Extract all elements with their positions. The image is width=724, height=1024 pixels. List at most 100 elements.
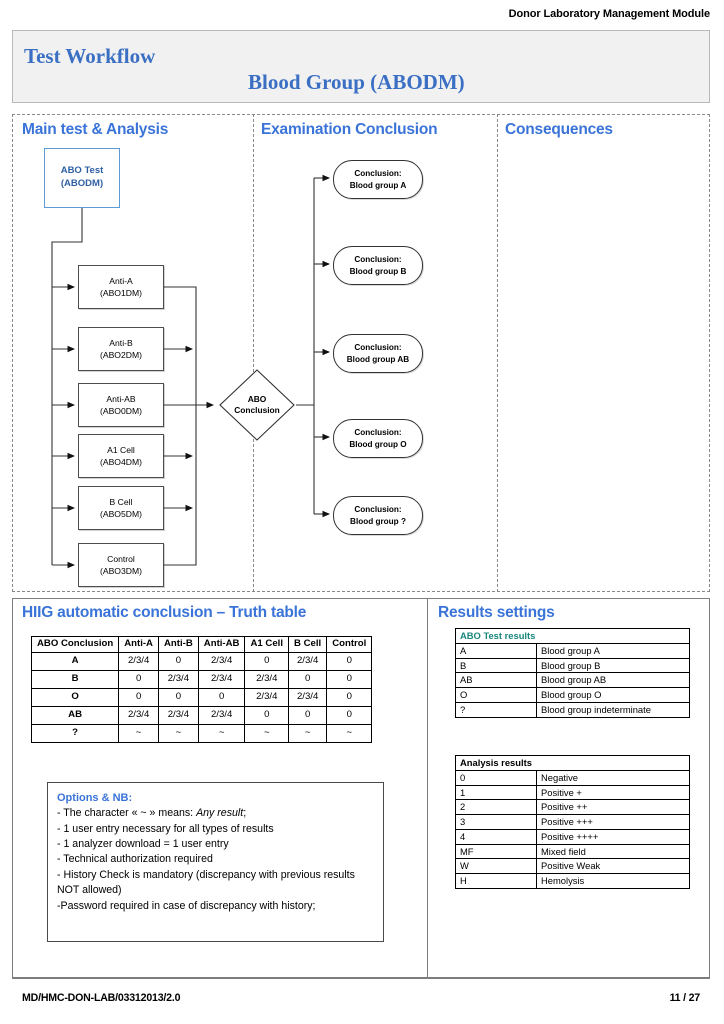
flow-node-anti-a-line2: (ABO1DM) xyxy=(99,288,143,298)
cell: 2/3/4 xyxy=(118,705,159,725)
conclusion-o-line2: Blood group O xyxy=(349,439,407,449)
options-line-2: - 1 user entry necessary for all types o… xyxy=(57,822,274,835)
flow-node-anti-ab[interactable]: Anti-AB (ABO0DM) xyxy=(78,383,164,427)
cell-label: Blood group O xyxy=(536,687,690,703)
cell-code: 2 xyxy=(455,799,537,815)
diamond-shape-icon xyxy=(219,369,295,441)
truth-table: ABO Conclusion Anti-A Anti-B Anti-AB A1 … xyxy=(30,636,373,743)
flow-node-control-line1: Control xyxy=(107,553,135,564)
flow-node-conclusion-ab[interactable]: Conclusion: Blood group AB xyxy=(333,334,423,373)
cell-code: 4 xyxy=(455,828,537,845)
truth-table-header-row: ABO Conclusion Anti-A Anti-B Anti-AB A1 … xyxy=(30,636,373,653)
conclusion-a-line1: Conclusion: xyxy=(354,169,402,179)
cell: 2/3/4 xyxy=(197,651,246,671)
column-header-consequences: Consequences xyxy=(505,121,613,138)
cell: 2/3/4 xyxy=(158,705,199,725)
table-row: 2 Positive ++ xyxy=(455,799,690,815)
cell: ~ xyxy=(244,723,290,743)
table-row: A 2/3/4 0 2/3/4 0 2/3/4 0 xyxy=(30,651,373,671)
flow-node-anti-a[interactable]: Anti-A (ABO1DM) xyxy=(78,265,164,309)
flow-node-conclusion-o[interactable]: Conclusion: Blood group O xyxy=(333,419,423,458)
conclusion-ab-line1: Conclusion: xyxy=(354,343,402,353)
flow-node-control-line2: (ABO3DM) xyxy=(99,566,143,576)
flow-node-conclusion-b[interactable]: Conclusion: Blood group B xyxy=(333,246,423,285)
cell: B xyxy=(30,669,120,689)
table-row: B 0 2/3/4 2/3/4 2/3/4 0 0 xyxy=(30,669,373,689)
options-line-1-tail: ; xyxy=(243,807,247,820)
options-line-1-italic: Any result xyxy=(196,807,244,820)
cell: 0 xyxy=(288,705,328,725)
results-settings-heading: Results settings xyxy=(438,604,555,621)
flow-node-anti-b-line1: Anti-B xyxy=(109,337,133,348)
page-title-test-name: Blood Group (ABODM) xyxy=(248,70,465,94)
flow-node-abo-conclusion-decision[interactable]: ABO Conclusion xyxy=(218,368,296,442)
truth-col-a1-cell: A1 Cell xyxy=(244,636,290,653)
table-row: W Positive Weak xyxy=(455,858,690,874)
table-row: O Blood group O xyxy=(455,687,690,703)
cell-label: Blood group indeterminate xyxy=(536,701,690,718)
flow-node-a1-cell-line1: A1 Cell xyxy=(107,444,135,455)
flow-node-anti-a-line1: Anti-A xyxy=(109,275,133,286)
table-row: A Blood group A xyxy=(455,642,690,659)
abo-test-results-header: ABO Test results xyxy=(455,628,690,644)
conclusion-ab-line2: Blood group AB xyxy=(346,354,410,364)
cell: 2/3/4 xyxy=(197,669,246,689)
cell: 0 xyxy=(118,669,159,689)
conclusion-b-line1: Conclusion: xyxy=(354,255,402,265)
cell-label: Blood group A xyxy=(536,642,690,659)
cell-label: Positive Weak xyxy=(536,858,690,874)
flow-node-b-cell[interactable]: B Cell (ABO5DM) xyxy=(78,486,164,530)
flow-node-b-cell-line2: (ABO5DM) xyxy=(99,509,143,519)
conclusion-o-line1: Conclusion: xyxy=(354,428,402,438)
flow-node-anti-ab-line1: Anti-AB xyxy=(106,393,136,404)
conclusion-unknown-line2: Blood group ? xyxy=(350,516,406,526)
flow-node-control[interactable]: Control (ABO3DM) xyxy=(78,543,164,587)
flow-node-anti-b[interactable]: Anti-B (ABO2DM) xyxy=(78,327,164,371)
cell: 0 xyxy=(326,705,373,725)
cell-code: H xyxy=(455,873,537,889)
cell: 0 xyxy=(326,687,373,707)
table-row: 4 Positive ++++ xyxy=(455,828,690,845)
footer-page-number: 11 / 27 xyxy=(669,992,701,1004)
table-row: ? ~ ~ ~ ~ ~ ~ xyxy=(30,723,373,743)
cell: 0 xyxy=(197,687,246,707)
cell: 0 xyxy=(244,651,290,671)
cell: O xyxy=(30,687,120,707)
table-header-row: Analysis results xyxy=(455,755,690,771)
cell-code: ? xyxy=(455,701,537,718)
decision-label-line1: ABO xyxy=(247,393,267,404)
table-row: ? Blood group indeterminate xyxy=(455,701,690,718)
decision-label-line2: Conclusion xyxy=(234,405,280,415)
cell-label: Hemolysis xyxy=(536,873,690,889)
cell-code: A xyxy=(455,642,537,659)
table-row: 1 Positive + xyxy=(455,784,690,801)
flow-node-b-cell-line1: B Cell xyxy=(109,496,133,507)
workflow-panel xyxy=(12,114,710,592)
analysis-results-header: Analysis results xyxy=(455,755,690,771)
truth-col-anti-b: Anti-B xyxy=(158,636,199,653)
cell-code: 3 xyxy=(455,814,537,830)
cell: AB xyxy=(30,705,120,725)
cell-label: Mixed field xyxy=(536,843,690,860)
cell: 2/3/4 xyxy=(288,651,328,671)
table-header-row: ABO Test results xyxy=(455,628,690,644)
cell: 0 xyxy=(288,669,328,689)
cell: 2/3/4 xyxy=(158,669,199,689)
column-divider-1 xyxy=(253,114,254,592)
truth-col-abo-conclusion: ABO Conclusion xyxy=(30,636,120,653)
flow-node-conclusion-a[interactable]: Conclusion: Blood group A xyxy=(333,160,423,199)
cell: 2/3/4 xyxy=(244,687,290,707)
flow-node-a1-cell[interactable]: A1 Cell (ABO4DM) xyxy=(78,434,164,478)
cell-label: Positive ++++ xyxy=(536,828,690,845)
cell-code: MF xyxy=(455,843,537,860)
cell: 0 xyxy=(118,687,159,707)
options-nb-box: Options & NB: - The character « ~ » mean… xyxy=(47,782,384,942)
flow-node-conclusion-unknown[interactable]: Conclusion: Blood group ? xyxy=(333,496,423,535)
cell: 0 xyxy=(326,669,373,689)
options-line-1: - The character « ~ » means: Any result; xyxy=(57,806,374,821)
cell-label: Positive +++ xyxy=(536,814,690,830)
flow-node-abo-test[interactable]: ABO Test (ABODM) xyxy=(44,148,120,208)
options-line-6: -Password required in case of discrepanc… xyxy=(57,899,316,912)
cell-label: Blood group B xyxy=(536,657,690,674)
footer-divider xyxy=(12,978,710,979)
